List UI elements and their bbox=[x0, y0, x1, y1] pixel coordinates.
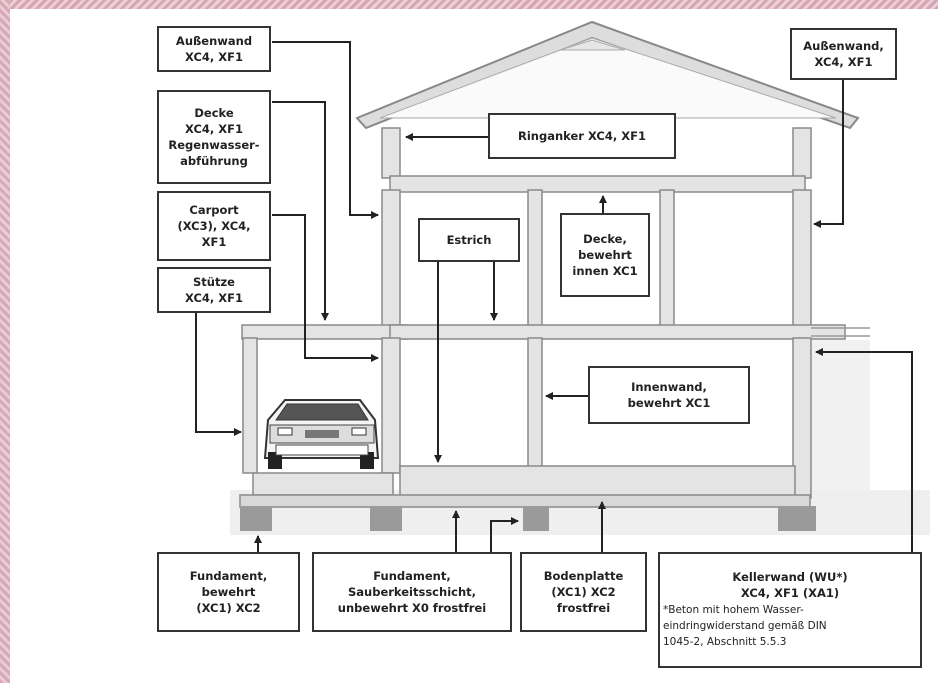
leader-sauberkeit-2 bbox=[490, 517, 519, 552]
outer-wall-lower-left bbox=[381, 337, 401, 474]
inner-wall-upper-2 bbox=[659, 189, 675, 329]
label-decke-top: Decke XC4, XF1 Regenwasser- abführung bbox=[157, 90, 271, 184]
floor-slab bbox=[399, 465, 796, 497]
kellerwand-footnote: *Beton mit hohem Wasser- eindringwiderst… bbox=[663, 604, 827, 648]
leader-decke-top bbox=[272, 101, 329, 321]
carport-floor bbox=[252, 472, 394, 496]
outer-wall-upper-left bbox=[381, 189, 401, 329]
label-aussenwand-left: Außenwand XC4, XF1 bbox=[157, 26, 271, 72]
inner-wall-lower bbox=[527, 337, 543, 474]
label-carport: Carport (XC3), XC4, XF1 bbox=[157, 191, 271, 261]
leader-lines bbox=[195, 41, 913, 552]
ringanker-post-left bbox=[381, 127, 401, 179]
ringanker-beam bbox=[389, 175, 806, 193]
outer-wall-upper-right bbox=[792, 189, 812, 329]
carport-column bbox=[242, 337, 258, 474]
leader-aussenwand-right bbox=[813, 80, 844, 228]
foundation-1 bbox=[240, 506, 272, 531]
label-fundament-bewehrt: Fundament, bewehrt (XC1) XC2 bbox=[157, 552, 300, 632]
middle-floor-slab bbox=[389, 324, 846, 340]
foundation-4 bbox=[778, 506, 816, 531]
leader-kellerwand bbox=[815, 348, 913, 552]
foundation-2 bbox=[370, 506, 402, 531]
foundation-3 bbox=[523, 506, 549, 531]
label-fundament-sauberkeitsschicht: Fundament, Sauberkeitsschicht, unbewehrt… bbox=[312, 552, 512, 632]
label-kellerwand: Kellerwand (WU*) XC4, XF1 (XA1) *Beton m… bbox=[658, 552, 922, 668]
decorative-border-top bbox=[0, 0, 938, 9]
label-innenwand: Innenwand, bewehrt XC1 bbox=[588, 366, 750, 424]
label-estrich: Estrich bbox=[418, 218, 520, 262]
leader-carport bbox=[272, 214, 379, 362]
label-ringanker: Ringanker XC4, XF1 bbox=[488, 113, 676, 159]
ringanker-post-right bbox=[792, 127, 812, 179]
label-aussenwand-right: Außenwand, XC4, XF1 bbox=[790, 28, 897, 80]
leader-stuetze bbox=[195, 312, 242, 436]
inner-wall-upper bbox=[527, 189, 543, 329]
label-bodenplatte: Bodenplatte (XC1) XC2 frostfrei bbox=[520, 552, 647, 632]
roof-vent bbox=[559, 39, 626, 51]
leader-aussenwand-left bbox=[272, 41, 379, 219]
carport-roof-slab bbox=[241, 324, 408, 340]
kellerwand-title: Kellerwand (WU*) XC4, XF1 (XA1) bbox=[732, 570, 848, 601]
base-slab bbox=[239, 494, 811, 508]
label-stuetze: Stütze XC4, XF1 bbox=[157, 267, 271, 313]
soil-fill bbox=[810, 340, 870, 490]
label-decke-innen: Decke, bewehrt innen XC1 bbox=[560, 213, 650, 297]
decorative-border-left bbox=[0, 0, 10, 683]
car-icon bbox=[263, 399, 380, 469]
